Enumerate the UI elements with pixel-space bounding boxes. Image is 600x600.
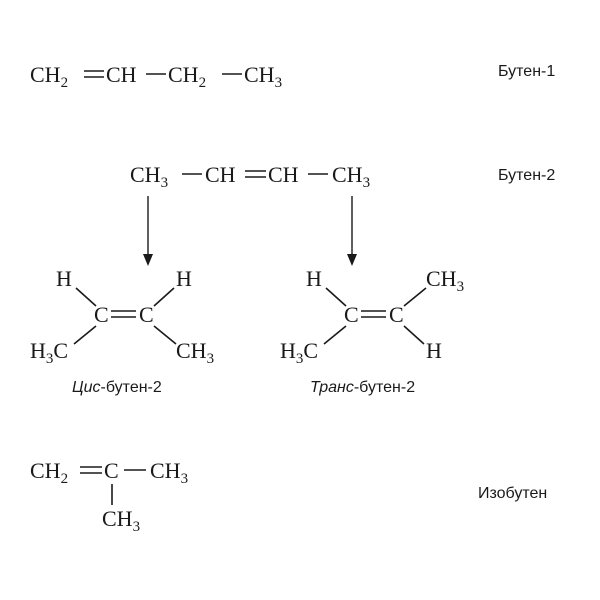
butene2-ch-b: CH bbox=[268, 162, 299, 187]
iso-ch3-right: CH3 bbox=[150, 458, 188, 487]
label-isobutene: Изобутен bbox=[478, 485, 547, 502]
label-trans-prefix: Транс bbox=[310, 379, 354, 396]
trans-c-right: C bbox=[389, 302, 404, 327]
bond-line bbox=[153, 325, 177, 345]
trans-h-bottom: H bbox=[426, 338, 442, 363]
trans-ch3-top: CH3 bbox=[426, 266, 464, 295]
trans-butene-2-structure: H CH3 C C H3C H bbox=[280, 266, 464, 367]
bond-line bbox=[323, 325, 347, 345]
cis-ch3: CH3 bbox=[176, 338, 214, 367]
label-trans-butene-2: Транс-бутен-2 bbox=[310, 379, 415, 396]
label-cis-prefix: Цис bbox=[72, 379, 101, 396]
arrow-to-cis bbox=[143, 196, 153, 266]
butene-2-formula: CH3 CH CH CH3 bbox=[130, 162, 370, 191]
label-cis-butene-2: Цис-бутен-2 bbox=[72, 379, 162, 396]
arrow-head bbox=[143, 254, 153, 266]
cis-h-right: H bbox=[176, 266, 192, 291]
cis-h3c: H3C bbox=[30, 338, 68, 367]
bond-line bbox=[403, 287, 427, 307]
butene2-ch3-b: CH3 bbox=[332, 162, 370, 191]
butene1-ch2-a: CH2 bbox=[30, 62, 68, 91]
butene1-ch3: CH3 bbox=[244, 62, 282, 91]
bond-line bbox=[325, 287, 347, 307]
bond-line bbox=[73, 325, 97, 345]
isobutene-structure: CH2 C CH3 CH3 bbox=[30, 458, 188, 535]
bond-line bbox=[75, 287, 97, 307]
trans-h-top: H bbox=[306, 266, 322, 291]
trans-h3c: H3C bbox=[280, 338, 318, 367]
bond-line bbox=[153, 287, 175, 307]
iso-c: C bbox=[104, 458, 119, 483]
butene-1-formula: CH2 CH CH2 CH3 bbox=[30, 62, 282, 91]
butene2-ch-a: CH bbox=[205, 162, 236, 187]
cis-h-left: H bbox=[56, 266, 72, 291]
cis-butene-2-structure: H H C C H3C CH3 bbox=[30, 266, 214, 367]
cis-c-right: C bbox=[139, 302, 154, 327]
iso-ch3-bottom: CH3 bbox=[102, 506, 140, 535]
arrow-to-trans bbox=[347, 196, 357, 266]
iso-ch2: CH2 bbox=[30, 458, 68, 487]
butene1-ch: CH bbox=[106, 62, 137, 87]
label-trans-suffix: -бутен-2 bbox=[354, 379, 415, 396]
trans-c-left: C bbox=[344, 302, 359, 327]
label-butene-2: Бутен-2 bbox=[498, 167, 555, 184]
label-butene-1: Бутен-1 bbox=[498, 63, 555, 80]
arrow-head bbox=[347, 254, 357, 266]
bond-line bbox=[403, 325, 425, 345]
butene1-ch2-b: CH2 bbox=[168, 62, 206, 91]
label-cis-suffix: -бутен-2 bbox=[101, 379, 162, 396]
butene2-ch3-a: CH3 bbox=[130, 162, 168, 191]
cis-c-left: C bbox=[94, 302, 109, 327]
